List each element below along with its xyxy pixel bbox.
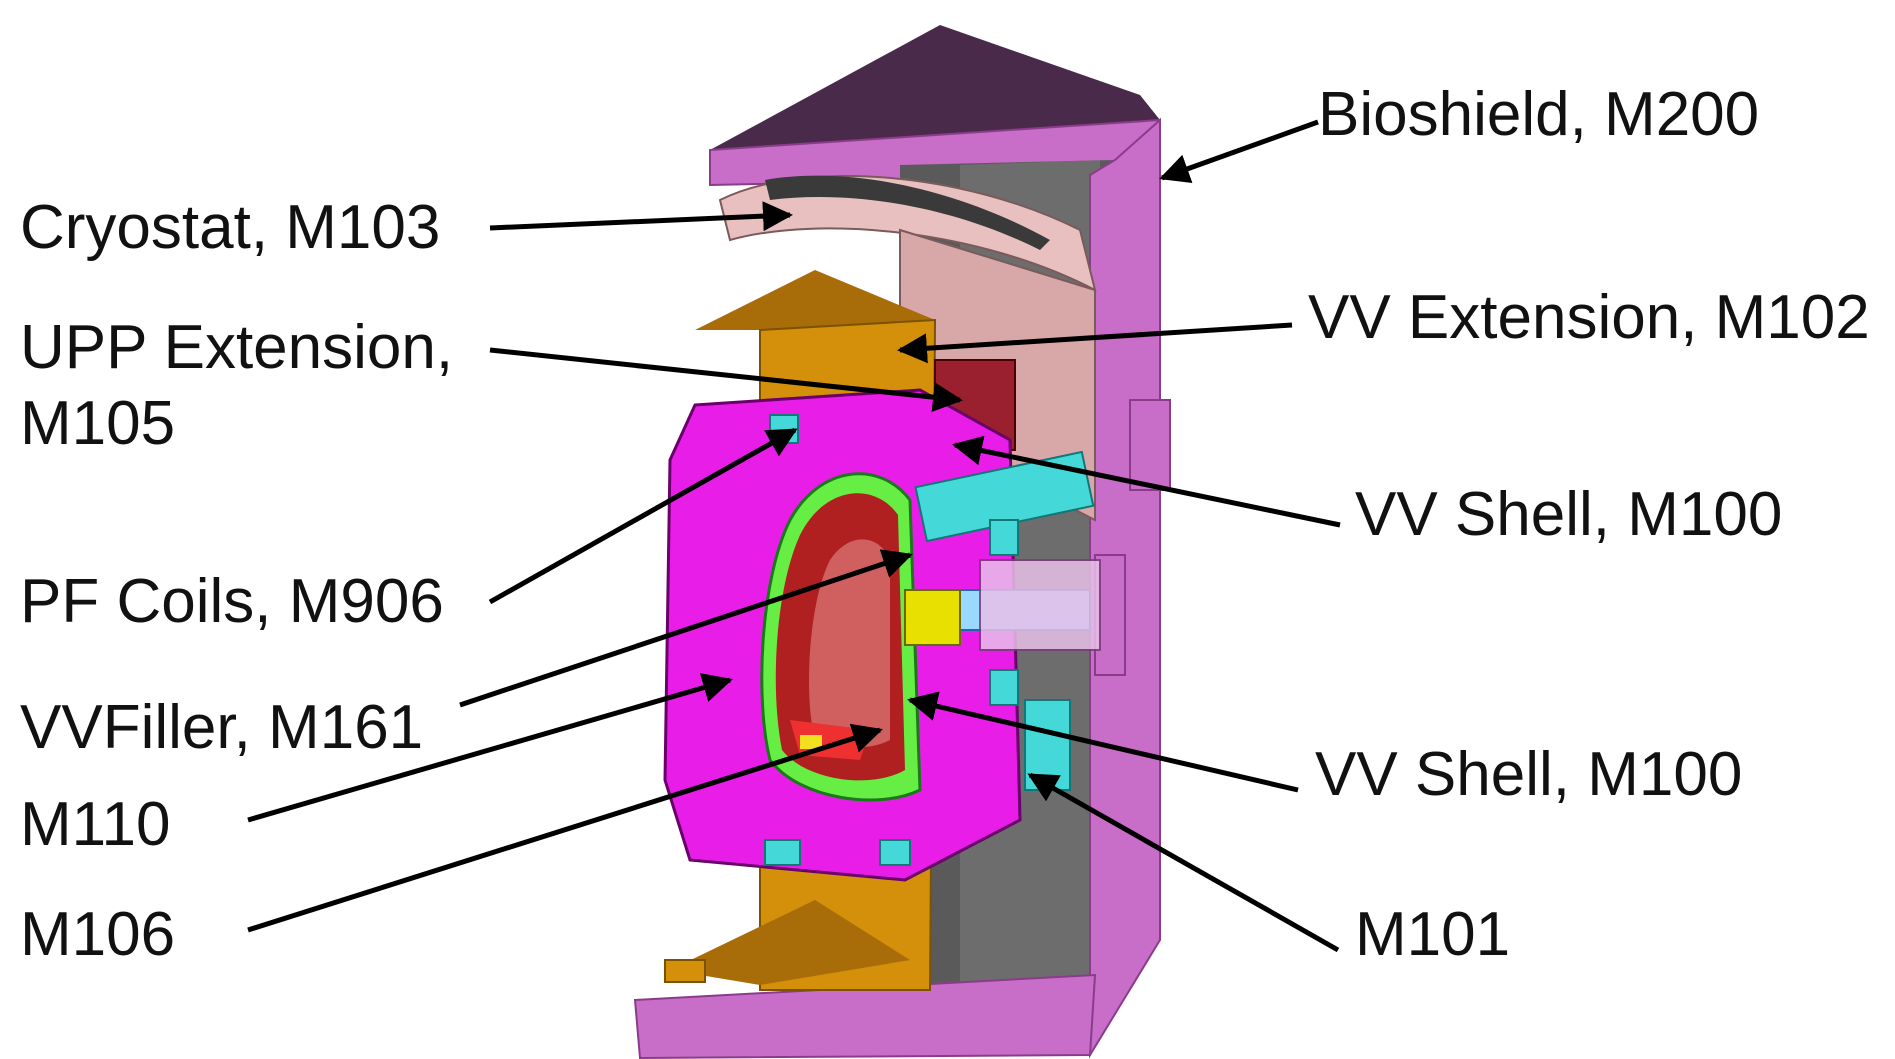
label-m101: M101 [1355, 900, 1510, 969]
leader-cryostat [489, 201, 793, 232]
label-m110: M110 [20, 790, 171, 859]
leader-bioshield [1159, 119, 1319, 183]
pf-coil-4 [764, 839, 801, 866]
label-vv-shell-upper: VV Shell, M100 [1355, 480, 1782, 549]
pf-coil-3 [989, 669, 1019, 706]
equatorial-port-inner [979, 559, 1101, 651]
upp-extension-top [695, 270, 935, 330]
leader-m101 [1027, 772, 1340, 953]
label-cryostat: Cryostat, M103 [20, 193, 440, 262]
leader-m110 [247, 673, 733, 823]
yellow-block [904, 589, 961, 646]
label-upp-extension-line2: M105 [20, 389, 175, 458]
leader-vv-extension [897, 322, 1293, 364]
label-m106: M106 [20, 900, 175, 969]
pf-coil-5 [879, 839, 911, 866]
cutaway-model [633, 25, 1171, 1059]
labels: Bioshield, M200 Cryostat, M103 VV Extens… [20, 80, 1870, 969]
label-bioshield: Bioshield, M200 [1318, 80, 1759, 149]
plasma-chamber [809, 539, 890, 748]
leader-pf-coils [488, 427, 798, 605]
leader-m106 [247, 723, 883, 933]
leader-vv-shell-lower [907, 691, 1299, 793]
leader-upp-extension [489, 347, 963, 413]
label-vvfiller: VVFiller, M161 [20, 693, 423, 762]
pf-coil-2 [989, 519, 1019, 556]
upp-extension-bottom [670, 900, 910, 985]
bioshield-roof [710, 25, 1160, 150]
label-vv-extension: VV Extension, M102 [1308, 283, 1870, 352]
wall-protrusion-upper [1129, 399, 1171, 491]
upp-extension-foot [664, 959, 706, 983]
label-vv-shell-lower: VV Shell, M100 [1315, 740, 1742, 809]
divertor-yellow [800, 735, 822, 749]
leader-lines [247, 119, 1341, 953]
leader-vv-shell-upper [952, 435, 1341, 528]
label-pf-coils: PF Coils, M906 [20, 567, 444, 636]
leader-vvfiller [459, 549, 913, 708]
label-upp-extension-line1: UPP Extension, [20, 313, 453, 382]
cryostat-lid-dark [765, 175, 1050, 250]
bioshield-floor [633, 973, 1097, 1059]
